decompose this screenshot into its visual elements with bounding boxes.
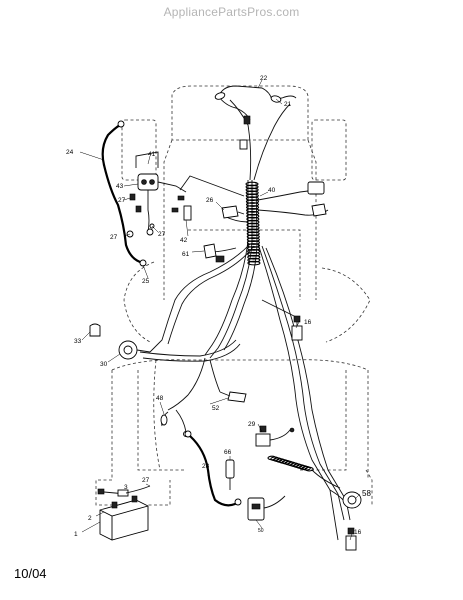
coil-turn <box>246 216 260 222</box>
callout-16-lower: 16 <box>354 529 362 536</box>
coil-turn <box>246 243 261 248</box>
coil-turn <box>246 213 260 219</box>
callout-1: 1 <box>74 531 78 538</box>
coil-turn <box>245 184 259 190</box>
coil-turn <box>245 187 259 193</box>
coil-turn <box>245 202 260 207</box>
coil-turn <box>246 219 260 225</box>
coil-turn <box>247 251 261 257</box>
coil-turn <box>246 234 260 240</box>
callout-3: 3 <box>124 484 128 491</box>
leader-lines <box>79 79 361 541</box>
watermark: AppliancePartsPros.com <box>163 5 300 19</box>
seat-switch-lower <box>345 527 357 551</box>
coil-turn <box>245 181 259 187</box>
battery-cable <box>125 485 151 494</box>
lower-lamp-48 <box>160 409 189 437</box>
callout-21: 21 <box>284 101 292 108</box>
connector-parts <box>171 181 327 263</box>
callout-40: 40 <box>268 187 276 194</box>
coil-turn <box>246 222 260 228</box>
seat-switch-upper <box>291 315 303 341</box>
starter-solenoid-assembly <box>126 151 187 238</box>
relay-29 <box>255 425 295 447</box>
coil-turn <box>245 193 259 199</box>
coil-turn <box>247 254 261 260</box>
callout-50: 50 <box>258 528 264 534</box>
coil-turn <box>304 466 314 472</box>
callout-61: 61 <box>182 251 190 258</box>
callout-29: 29 <box>248 421 256 428</box>
callout-43: 43 <box>116 183 124 190</box>
coil-turn <box>245 196 259 201</box>
coil-turn <box>246 205 260 210</box>
callout-24: 24 <box>66 149 74 156</box>
connector-58 <box>329 489 362 509</box>
coil-cord <box>267 455 314 472</box>
callout-52: 52 <box>212 405 220 412</box>
wiring-harness <box>139 99 351 541</box>
coil-turn <box>245 199 259 204</box>
callout-48: 48 <box>156 395 164 402</box>
callout-42: 42 <box>180 237 188 244</box>
callout-33: 33 <box>74 338 82 345</box>
callout-28: 28 <box>202 463 210 470</box>
callout-27-a: 27 <box>118 197 126 204</box>
callout-27-b: 27 <box>110 234 118 241</box>
callout-66: 66 <box>224 449 232 456</box>
coil-turn <box>246 237 260 242</box>
coil-turn <box>245 190 259 196</box>
ground-wire-24 <box>101 120 147 267</box>
battery <box>97 488 149 541</box>
callout-16-upper: 16 <box>304 319 312 326</box>
callout-27-c: 27 <box>158 231 166 238</box>
fuse-52 <box>219 391 247 403</box>
harness-conduit-coil <box>245 181 261 266</box>
callout-labels: 22 21 24 41 43 27 40 26 27 27 42 61 25 1… <box>66 75 371 538</box>
coil-turn <box>247 246 261 251</box>
callout-25: 25 <box>142 278 150 285</box>
coil-turn <box>246 210 260 216</box>
coil-turn <box>246 231 260 237</box>
date-code: 10/04 <box>14 566 47 581</box>
callout-27-d: 27 <box>142 477 150 484</box>
callout-30: 30 <box>100 361 108 368</box>
coil-turn <box>247 249 261 254</box>
callout-22: 22 <box>260 75 268 82</box>
coil-turn <box>246 228 260 234</box>
callout-41: 41 <box>148 151 156 158</box>
coil-turn <box>246 225 260 231</box>
wire-28 <box>184 430 242 507</box>
clip-33 <box>89 323 101 337</box>
callout-58: 58 <box>362 489 371 498</box>
module-50 <box>247 495 286 521</box>
coil-turn <box>246 240 260 245</box>
callout-26: 26 <box>206 197 214 204</box>
headlight-harness <box>214 85 297 150</box>
fuse-holder-66 <box>225 459 235 490</box>
coil-turn <box>246 208 260 213</box>
callout-2: 2 <box>88 515 92 522</box>
coil-turn <box>247 257 261 263</box>
chassis-outline <box>95 85 373 506</box>
coil-turn <box>247 260 261 266</box>
ignition-switch-30 <box>118 340 151 360</box>
